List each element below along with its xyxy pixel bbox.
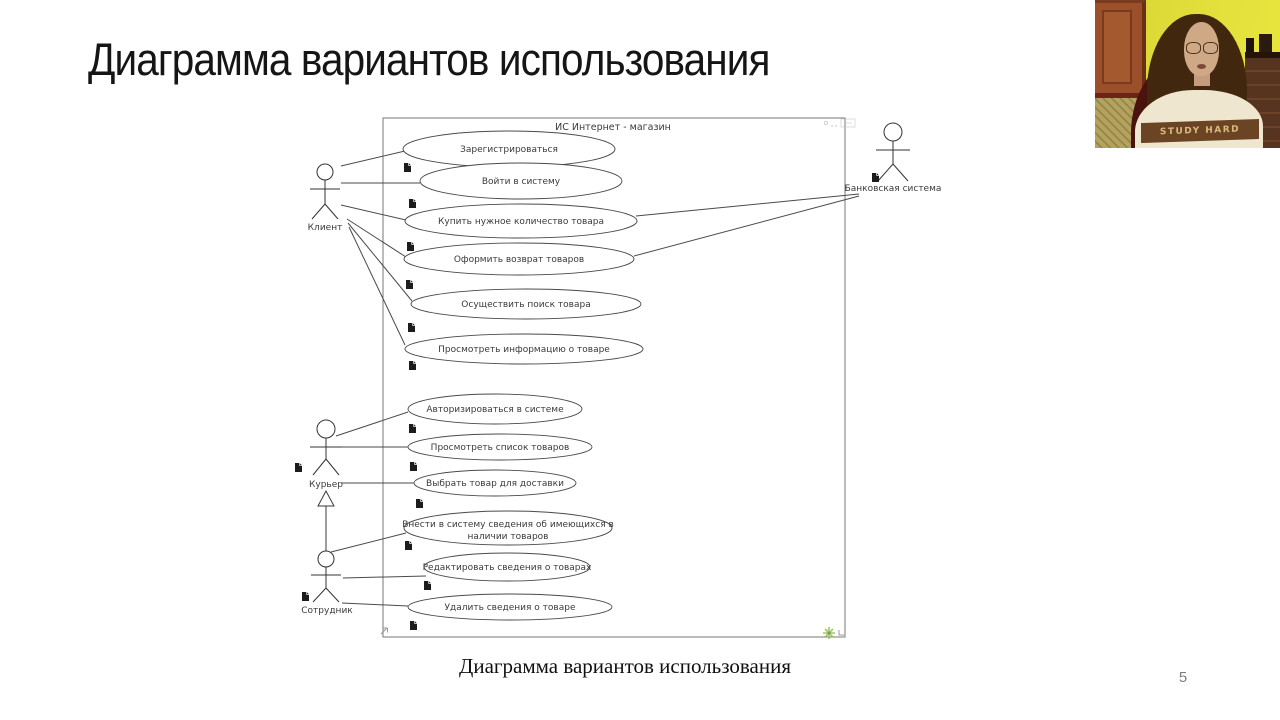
webcam-glasses-right [1203,42,1218,54]
webcam-person-mouth [1197,64,1206,69]
generalization-link [317,489,335,551]
document-icon [415,498,424,509]
webcam-bed-edge [1095,93,1145,99]
corner-glyphs-bottom-icon [823,627,844,639]
webcam-shirt-text: STUDY HARD [1141,118,1259,144]
use-case-label: Редактировать сведения о товарах [423,563,592,573]
webcam-overlay: STUDY HARD [1095,0,1280,148]
use-case-label: Авторизироваться в системе [426,405,564,415]
document-icon [403,162,412,173]
actor-employee-label: Сотрудник [301,606,353,616]
actor-employee-figure [311,550,341,603]
use-case-label: Просмотреть список товаров [431,443,570,453]
actor-courier-label: Курьер [309,480,343,490]
actor-bank-system-label: Банковская система [845,184,942,194]
diagram-caption: Диаграмма вариантов использования [459,654,791,678]
use-case-label: Оформить возврат товаров [454,255,584,265]
use-case-label: Внести в систему сведения об имеющихся в [402,520,614,530]
document-icon [409,461,418,472]
document-icon [301,591,310,602]
association-lines [330,150,860,607]
document-icon [408,360,417,371]
corner-glyphs-top-icon [824,118,856,128]
webcam-door-panel [1102,10,1132,84]
document-icon [404,540,413,551]
system-boundary-box [382,117,846,638]
use-case-label: Осуществить поиск товара [461,300,590,310]
webcam-shelf-item [1246,38,1254,54]
use-case-ellipses [402,130,644,621]
document-icon [408,423,417,434]
document-icon [409,620,418,631]
actor-client-label: Клиент [308,223,343,233]
document-icon [423,580,432,591]
page-number: 5 [1178,669,1188,686]
diagram-resize-arrow-icon [380,627,388,635]
document-icon [408,198,417,209]
use-case-label: Просмотреть информацию о товаре [438,345,610,355]
document-icon [294,462,303,473]
actor-client-figure [310,163,340,220]
document-icon [871,172,880,183]
use-case-label: Войти в систему [482,177,561,187]
document-icon [406,241,415,252]
webcam-glasses-left [1186,42,1201,54]
use-case-label: Купить нужное количество товара [438,217,604,227]
use-case-label: Удалить сведения о товаре [445,603,576,613]
use-case-labels: Зарегистрироваться Войти в систему Купит… [402,145,614,613]
document-icon [405,279,414,290]
use-case-label: Выбрать товар для доставки [426,479,564,489]
system-boundary-label: ИС Интернет - магазин [555,122,671,133]
document-icon [407,322,416,333]
actor-bank-system-figure [876,122,910,182]
page-title: Диаграмма вариантов использования [88,34,770,85]
use-case-label: наличии товаров [468,532,549,542]
use-case-label: Зарегистрироваться [460,145,558,155]
webcam-shelf-item [1259,34,1272,54]
actor-courier-figure [310,419,342,476]
